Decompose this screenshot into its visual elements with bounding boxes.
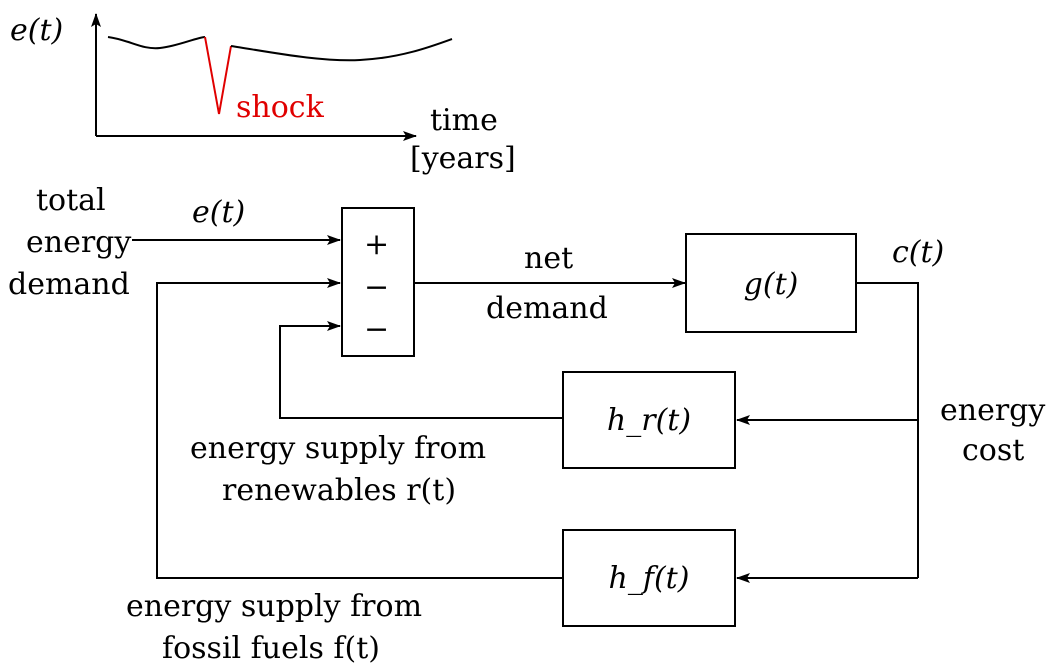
hf-block <box>562 529 736 627</box>
hr-block-label: h_r(t) <box>607 403 691 438</box>
output-label-energy: energy <box>940 393 1045 428</box>
g-block-label: g(t) <box>744 267 799 302</box>
inset-x-label-time: time <box>430 103 498 138</box>
output-feedback-line <box>856 282 919 578</box>
net-demand-label-demand: demand <box>486 291 608 326</box>
renewables-feedback-arrow <box>279 321 563 419</box>
net-demand-label-net: net <box>524 241 573 276</box>
g-block <box>685 233 857 333</box>
demand-curve-pre <box>107 36 206 50</box>
output-label-cost: cost <box>962 433 1024 468</box>
hr-block <box>562 371 736 469</box>
fossil-label-line2: fossil fuels f(t) <box>162 631 380 666</box>
shock-label: shock <box>236 90 325 125</box>
summer-minus-sign-fossil: − <box>364 270 389 305</box>
inset-x-label-unit: [years] <box>410 141 516 176</box>
output-signal-label: c(t) <box>892 235 944 270</box>
fossil-feedback-arrow <box>156 278 563 579</box>
input-label-demand: demand <box>8 267 130 302</box>
shock-dip <box>204 36 232 115</box>
input-label-total: total <box>36 183 106 218</box>
input-label-energy: energy <box>26 225 131 260</box>
inset-chart: e(t) shock time [years] <box>10 13 516 176</box>
input-signal-label: e(t) <box>192 195 245 230</box>
summer-minus-sign-renewables: − <box>364 312 389 347</box>
summer-plus-sign: + <box>364 227 389 262</box>
demand-curve-post <box>230 38 453 62</box>
summing-junction <box>341 207 415 357</box>
inset-y-label: e(t) <box>10 13 63 48</box>
hf-block-label: h_f(t) <box>609 561 690 596</box>
fossil-label-line1: energy supply from <box>126 589 422 624</box>
renewables-label-line1: energy supply from <box>190 431 486 466</box>
renewables-label-line2: renewables r(t) <box>222 473 456 508</box>
